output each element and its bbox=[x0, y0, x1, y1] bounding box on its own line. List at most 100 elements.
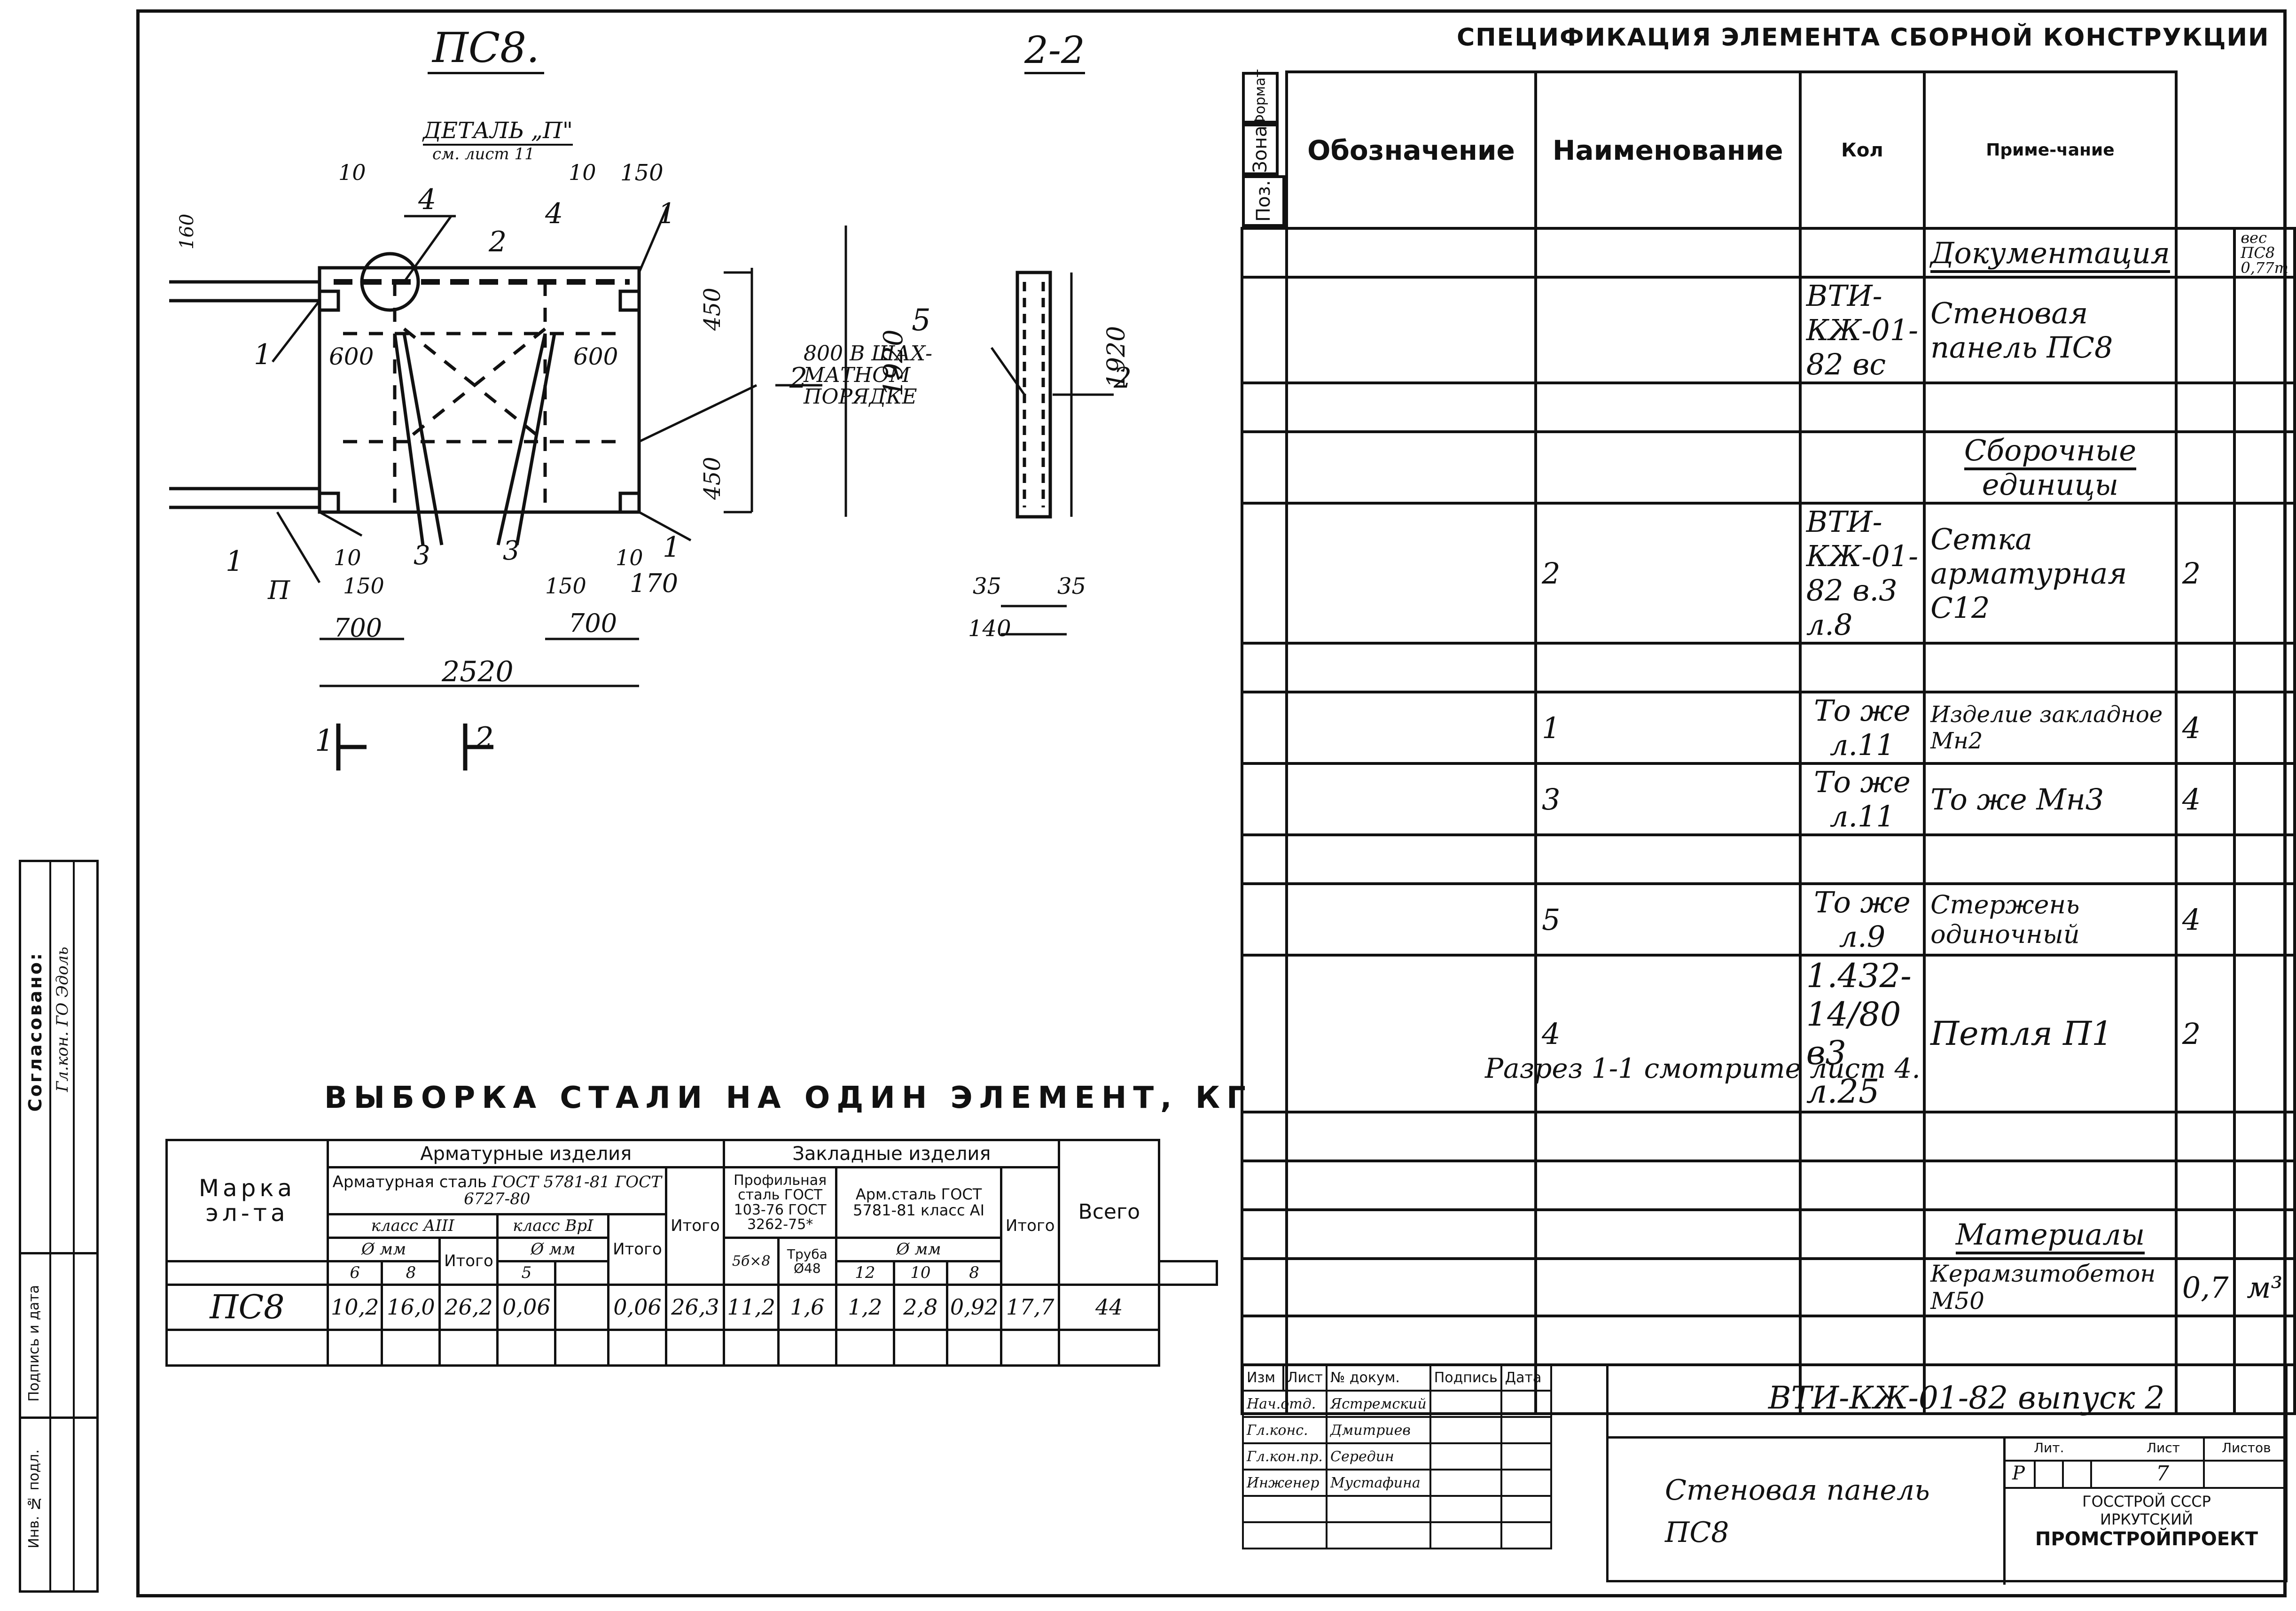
panel-outline bbox=[318, 266, 641, 514]
loop-leg bbox=[393, 333, 425, 545]
stamp-inv: Инв. № подл. bbox=[26, 1449, 42, 1549]
pos-1-bottom: 1 bbox=[226, 545, 244, 578]
tb-role: Гл.кон.пр. bbox=[1242, 1442, 1328, 1471]
steel-h-prof: Профильная сталь ГОСТ 103-76 ГОСТ 3262-7… bbox=[723, 1166, 837, 1239]
spec-name: Петля П1 bbox=[1923, 954, 2178, 1113]
pos-3-right: 3 bbox=[503, 536, 520, 566]
stamp-agreed: Согласовано: bbox=[25, 951, 46, 1112]
embedded-plate bbox=[618, 289, 641, 312]
pos-2-right: 2 bbox=[789, 362, 808, 395]
spec-row: Сборочные единицы bbox=[1241, 430, 2296, 505]
dim-10-br: 10 bbox=[616, 545, 643, 570]
tb-role: Инженер bbox=[1242, 1469, 1328, 1497]
pos-2-section: 2 bbox=[1114, 362, 1132, 395]
spec-row bbox=[1241, 381, 2296, 433]
tb-role: Гл.конс. bbox=[1242, 1416, 1328, 1444]
spec-name: Изделие закладное Мн2 bbox=[1923, 691, 2178, 765]
spec-row bbox=[1241, 833, 2296, 885]
spec-row: Документация вес ПС8 0,77т bbox=[1241, 227, 2296, 279]
steel-h-armatur: Арматурные изделия bbox=[326, 1139, 726, 1168]
spec-designation: 1.432-14/80 в3 л.25 bbox=[1798, 954, 1926, 1113]
dim-170: 170 bbox=[630, 568, 679, 598]
loop-leg bbox=[402, 333, 444, 545]
panel-view: ПС8. ДЕТАЛЬ „П" см. лист 11 bbox=[141, 19, 1034, 770]
spec-row bbox=[1241, 642, 2296, 693]
dim-600-left: 600 bbox=[329, 343, 374, 370]
steel-h-sec: 5б×8 bbox=[723, 1237, 780, 1286]
tb-h-lit: Лит. bbox=[2034, 1440, 2064, 1455]
section-2-2: 2-2 1920 2 35 35 140 bbox=[916, 19, 1198, 677]
spec-h-designation: Обозначение bbox=[1285, 70, 1537, 230]
section-title: 2-2 bbox=[1024, 28, 1085, 74]
bars-note: 800 В ШАХ-МАТНОМ ПОРЯДКЕ bbox=[804, 342, 933, 409]
spec-h-note: Приме-чание bbox=[1923, 70, 2178, 230]
dim-10-top: 10 bbox=[338, 160, 366, 185]
tb-h-sheets: Листов bbox=[2222, 1440, 2271, 1455]
title-block-main: ВТИ-КЖ-01-82 выпуск 2 Стеновая панель ПС… bbox=[1606, 1363, 2288, 1585]
view-title: ПС8. bbox=[428, 23, 545, 74]
org-name: ГОССТРОЙ СССР ИРКУТСКИЙ ПРОМСТРОЙПРОЕКТ bbox=[2035, 1493, 2258, 1550]
embedded-plate bbox=[618, 491, 641, 514]
steel-h-klass-a3: класс АIII bbox=[326, 1213, 499, 1239]
pos-4: 4 bbox=[418, 183, 437, 216]
spec-header: Формат Зона Поз. Обозначение Наименовани… bbox=[1242, 69, 2295, 230]
dim-450-bottom: 450 bbox=[699, 457, 726, 500]
steel-h-dmm: Ø мм bbox=[326, 1237, 441, 1262]
tb-person: Ястремский bbox=[1326, 1390, 1431, 1418]
section-note: Разрез 1-1 смотрите лист 4. bbox=[1485, 1052, 1921, 1084]
steel-mark: ПС8 bbox=[165, 1284, 329, 1331]
spec-section-documentation: Документация bbox=[1930, 235, 2170, 273]
spec-table: Формат Зона Поз. Обозначение Наименовани… bbox=[1241, 69, 2296, 1415]
pos-5: 5 bbox=[912, 303, 931, 338]
pos-1-top: 1 bbox=[658, 197, 676, 230]
detail-circle bbox=[360, 252, 420, 312]
dim-35-left: 35 bbox=[973, 573, 1002, 599]
spec-designation: То же л.11 bbox=[1798, 691, 1926, 765]
spec-h-qty: Кол bbox=[1798, 70, 1926, 230]
dim-700-right: 700 bbox=[569, 608, 617, 638]
steel-h-itogo: Итого bbox=[665, 1166, 726, 1286]
dim-700-left: 700 bbox=[334, 613, 383, 643]
steel-h-itogo-3: Итого bbox=[607, 1213, 668, 1286]
steel-h-truba: Труба Ø48 bbox=[777, 1237, 837, 1286]
embedded-plate bbox=[318, 491, 340, 514]
section-mark-1: 1 bbox=[315, 724, 334, 758]
steel-h-dmm-2: Ø мм bbox=[496, 1237, 610, 1262]
dim-2520: 2520 bbox=[442, 655, 514, 688]
tb-sheet: 7 bbox=[2156, 1462, 2169, 1486]
loop-leg bbox=[496, 333, 547, 545]
stamp-sign-date: Подпись и дата bbox=[26, 1285, 42, 1402]
pos-3-left: 3 bbox=[414, 540, 430, 571]
spec-h-zone: Зона bbox=[1242, 124, 1279, 175]
dim-10-bl: 10 bbox=[334, 545, 361, 570]
spec-title: СПЕЦИФИКАЦИЯ ЭЛЕМЕНТА СБОРНОЙ КОНСТРУКЦИ… bbox=[1457, 23, 2270, 52]
dim-35-right: 35 bbox=[1057, 573, 1086, 599]
tb-person: Середин bbox=[1326, 1442, 1431, 1471]
spec-row: Материалы bbox=[1241, 1208, 2296, 1260]
steel-h-zaklad: Закладные изделия bbox=[723, 1139, 1061, 1168]
spec-h-format: Формат bbox=[1242, 69, 1279, 126]
steel-h-klass-bp1: класс ВрI bbox=[496, 1213, 610, 1239]
steel-h-mark: Марка эл-та bbox=[165, 1139, 329, 1262]
spec-h-name: Наименование bbox=[1534, 70, 1802, 230]
dim-150-bl: 150 bbox=[343, 573, 384, 599]
steel-h-armstal: Арматурная сталь bbox=[332, 1172, 487, 1191]
detail-sublabel: см. лист 11 bbox=[432, 145, 535, 163]
spec-section-assemblies: Сборочные единицы bbox=[1964, 433, 2137, 505]
section-mark-2: 2 bbox=[475, 721, 494, 756]
spec-weight-note: вес ПС8 0,77т bbox=[2233, 227, 2296, 279]
spec-row bbox=[1241, 1315, 2296, 1366]
title-block-signatures: Изм Лист № докум. Подпись Дата Нач.отд.Я… bbox=[1242, 1363, 1552, 1549]
spec-h-pos: Поз. bbox=[1242, 175, 1285, 227]
doc-code: ВТИ-КЖ-01-82 выпуск 2 bbox=[1768, 1380, 2165, 1416]
spec-name: Стержень одиночный bbox=[1923, 882, 2178, 957]
spec-name: Керамзитобетон М50 bbox=[1923, 1257, 2178, 1317]
tb-role: Нач.отд. bbox=[1242, 1390, 1328, 1418]
section-drawing bbox=[990, 271, 1114, 636]
steel-h-armstal2: Арм.сталь ГОСТ 5781-81 класс АI bbox=[835, 1166, 1003, 1239]
